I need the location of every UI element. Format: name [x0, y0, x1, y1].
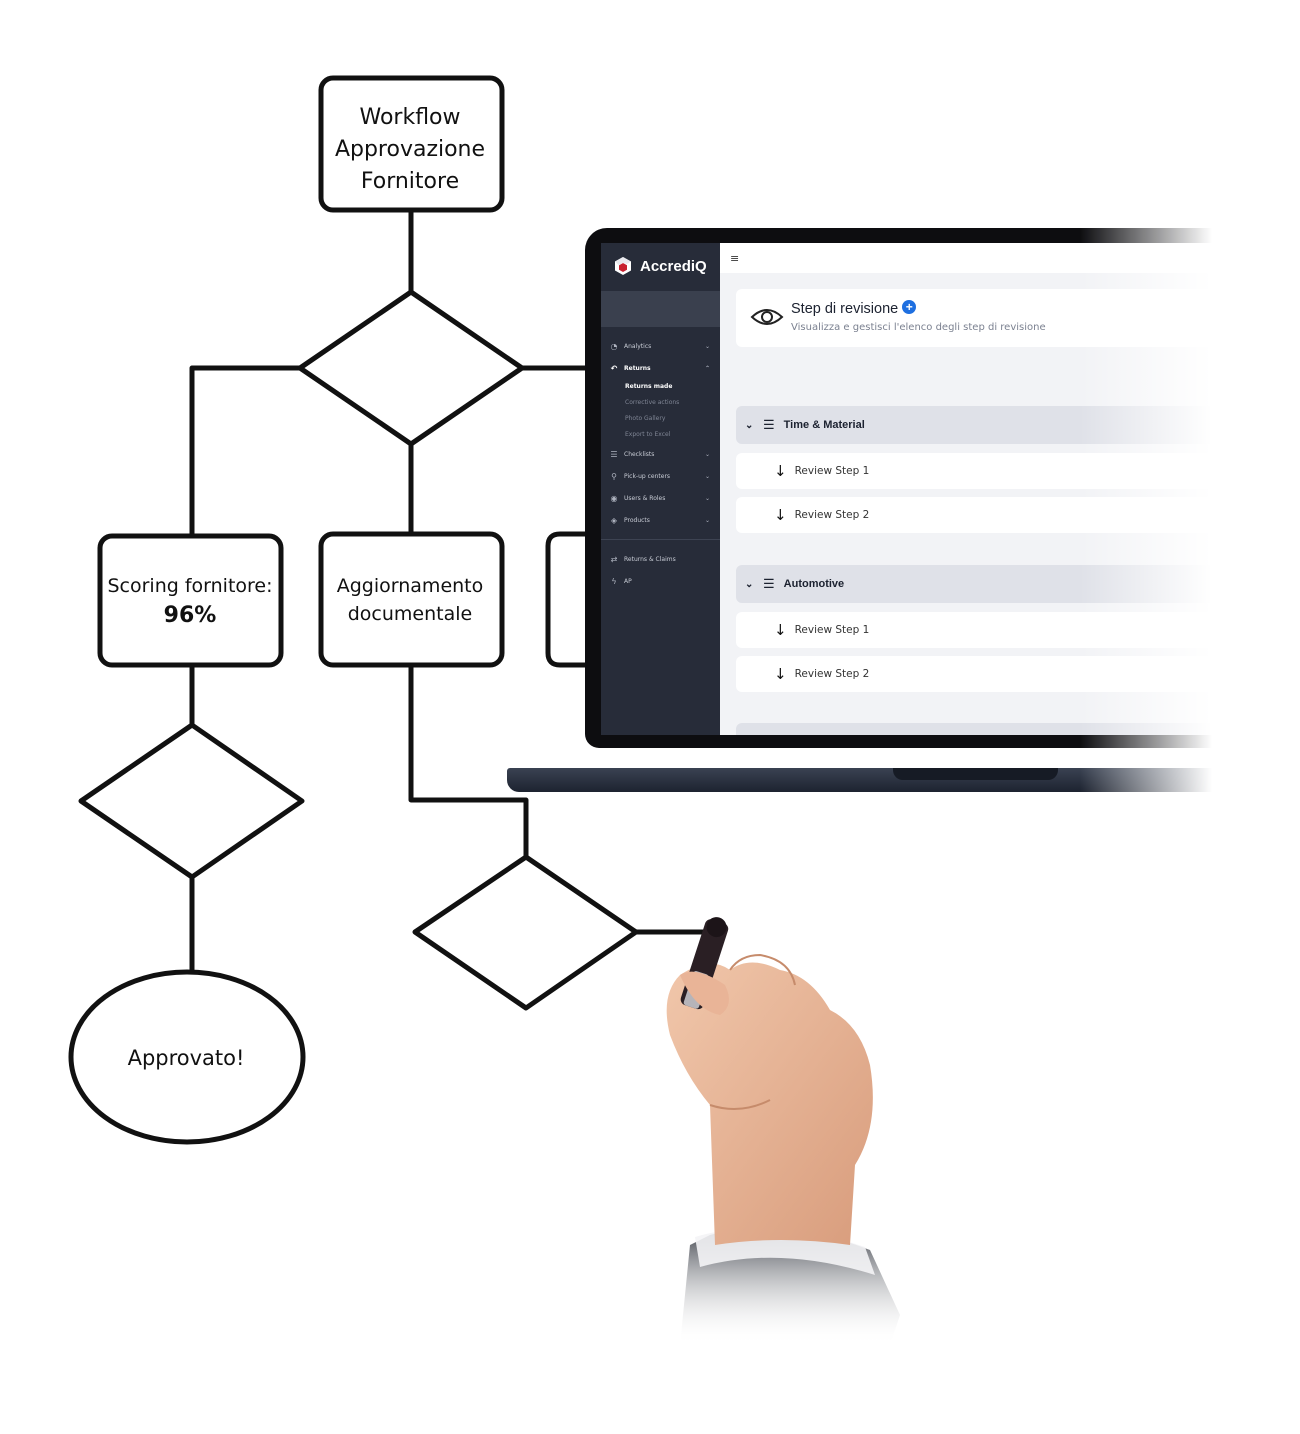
- sidebar-profile-area: [601, 291, 720, 327]
- page-title-text: Step di revisione: [791, 301, 899, 317]
- scoring-label: Scoring fornitore:: [107, 575, 272, 597]
- pie-chart-icon: ◔: [610, 341, 618, 351]
- sidebar-item-analytics[interactable]: ◔ Analytics ⌄: [601, 335, 720, 357]
- sidebar-item-label: Checklists: [624, 450, 655, 458]
- decision-diamond-top: [297, 289, 525, 447]
- sidebar-item-label: Analytics: [624, 342, 652, 350]
- hand-with-marker: [666, 917, 900, 1345]
- menu-toggle-icon[interactable]: ≡: [730, 251, 740, 265]
- connector-left-branch: [189, 365, 303, 539]
- group-name: Automotive: [783, 578, 845, 590]
- sidebar-item-label: Users & Roles: [624, 494, 666, 502]
- sidebar-item-ap[interactable]: ϟ AP: [601, 570, 720, 592]
- sidebar-item-users-roles[interactable]: ◉ Users & Roles ⌄: [601, 487, 720, 509]
- root-line-1: Workflow: [359, 105, 460, 130]
- sidebar-item-label: AP: [624, 577, 632, 585]
- node-scoring-box: [97, 533, 284, 668]
- root-line-2: Approvazione: [335, 137, 485, 162]
- sidebar-item-products[interactable]: ◈ Products ⌄: [601, 509, 720, 531]
- eye-icon: [750, 309, 784, 325]
- sidebar-subitem-photo-gallery[interactable]: Photo Gallery: [625, 415, 666, 422]
- undo-icon: ↶: [610, 363, 618, 373]
- right-edge-fade: [1080, 220, 1300, 810]
- sidebar-item-label: Pick-up centers: [624, 472, 671, 480]
- sidebar-item-label: Returns: [624, 364, 651, 372]
- sidebar-item-pickup-centers[interactable]: ⚲ Pick-up centers ⌄: [601, 465, 720, 487]
- list-icon: ☰: [610, 449, 618, 459]
- doc-line-2: documentale: [348, 603, 472, 625]
- box-icon: ◈: [610, 515, 618, 525]
- list-icon: ☰: [763, 576, 775, 591]
- connector-doc-decision: [408, 664, 529, 860]
- arrow-down-icon: ↓: [774, 462, 787, 480]
- scoring-value: 96%: [164, 603, 217, 628]
- sidebar-subitem-export-excel[interactable]: Export to Excel: [625, 431, 671, 438]
- brand-name: AccrediQ: [640, 257, 707, 275]
- page-title: Step di revisione+: [791, 300, 917, 317]
- chevron-down-icon: ⌄: [704, 494, 710, 502]
- sidebar-item-returns-claims[interactable]: ⇄ Returns & Claims: [601, 548, 720, 570]
- decision-diamond-bottom: [412, 854, 639, 1011]
- pin-icon: ⚲: [611, 471, 617, 481]
- laptop-notch: [893, 768, 1058, 780]
- arrow-down-icon: ↓: [774, 621, 787, 639]
- add-step-icon[interactable]: +: [902, 300, 917, 314]
- sidebar-item-label: Products: [624, 516, 650, 524]
- step-label: Review Step 2: [794, 668, 870, 680]
- sidebar-subitem-returns-made[interactable]: Returns made: [625, 383, 673, 390]
- node-workflow-box: [318, 75, 505, 213]
- page-subtitle: Visualizza e gestisci l'elenco degli ste…: [791, 322, 1046, 333]
- node-partial-box: [545, 531, 603, 668]
- doc-line-1: Aggiornamento: [337, 575, 484, 597]
- sidebar-item-returns[interactable]: ↶ Returns ⌃: [601, 357, 720, 379]
- swap-icon: ⇄: [610, 554, 618, 564]
- node-doc-box: [318, 531, 505, 668]
- step-label: Review Step 1: [794, 465, 870, 477]
- sidebar: AccrediQ ◔ Analytics ⌄ ↶ Returns ⌃ Retur…: [601, 243, 720, 735]
- arrow-down-icon: ↓: [774, 506, 787, 524]
- user-icon: ◉: [610, 493, 618, 503]
- sidebar-nav: ◔ Analytics ⌄ ↶ Returns ⌃ Returns made C…: [601, 327, 720, 531]
- step-label: Review Step 2: [794, 509, 870, 521]
- chevron-down-icon: ⌄: [704, 472, 710, 480]
- step-label: Review Step 1: [794, 624, 870, 636]
- arrow-down-icon: ↓: [774, 665, 787, 683]
- bolt-icon: ϟ: [611, 576, 617, 586]
- sidebar-subitem-corrective-actions[interactable]: Corrective actions: [625, 399, 680, 406]
- list-icon: ☰: [763, 417, 775, 432]
- sidebar-item-checklists[interactable]: ☰ Checklists ⌄: [601, 443, 720, 465]
- chevron-down-icon[interactable]: ⌄: [745, 419, 754, 431]
- chevron-down-icon: ⌄: [704, 516, 710, 524]
- node-approved-ellipse: [68, 969, 306, 1145]
- chevron-down-icon: ⌄: [704, 450, 710, 458]
- sidebar-divider: [601, 539, 720, 540]
- sidebar-nav-secondary: ⇄ Returns & Claims ϟ AP: [601, 548, 720, 592]
- root-line-3: Fornitore: [361, 169, 459, 194]
- group-name: Time & Material: [783, 419, 865, 431]
- brand-logo-icon: [615, 257, 631, 275]
- decision-diamond-left: [78, 722, 305, 880]
- brand[interactable]: AccrediQ: [601, 243, 720, 289]
- chevron-up-icon: ⌃: [704, 364, 710, 372]
- sidebar-item-label: Returns & Claims: [624, 555, 676, 563]
- approved-label: Approvato!: [128, 1046, 245, 1070]
- chevron-down-icon[interactable]: ⌄: [745, 578, 754, 590]
- chevron-down-icon: ⌄: [704, 342, 710, 350]
